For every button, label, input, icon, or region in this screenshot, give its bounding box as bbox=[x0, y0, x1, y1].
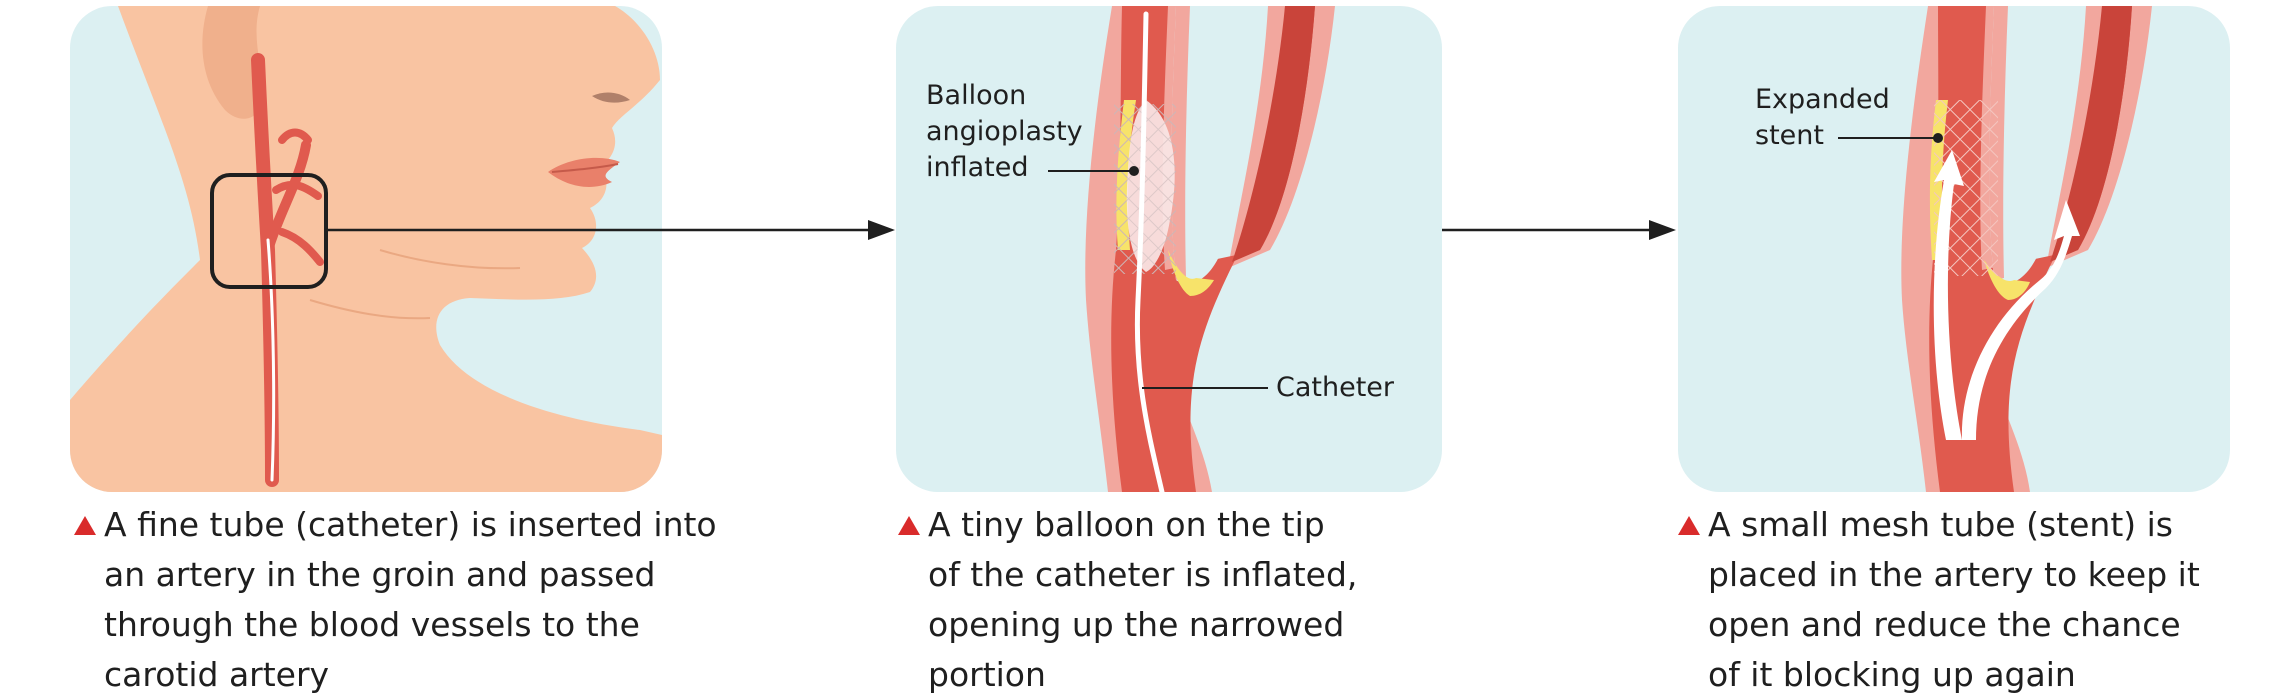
lips bbox=[548, 157, 620, 187]
caption-2-line-3: opening up the narrowed bbox=[928, 605, 1345, 644]
caption-1-line-1: A fine tube (catheter) is inserted into bbox=[104, 505, 717, 544]
panel-balloon bbox=[896, 6, 1442, 492]
caption-2-line-2: of the catheter is inflated, bbox=[928, 555, 1358, 594]
blood-flow-arrows bbox=[1933, 150, 2080, 440]
face-silhouette bbox=[70, 6, 662, 492]
stent-label: Expanded stent bbox=[1755, 82, 1890, 154]
balloon-label-line-2: angioplasty bbox=[926, 116, 1083, 147]
stent-leader bbox=[1838, 133, 1943, 143]
catheter-label-text: Catheter bbox=[1276, 372, 1395, 403]
caption-2-line-1: A tiny balloon on the tip bbox=[928, 505, 1325, 544]
panel-head-neck bbox=[70, 6, 662, 492]
triangle-marker-icon bbox=[1678, 516, 1700, 535]
balloon-leader bbox=[1048, 166, 1139, 176]
triangle-marker-icon bbox=[74, 516, 96, 535]
caption-1-line-3: through the blood vessels to the bbox=[104, 605, 640, 644]
balloon-label: Balloon angioplasty inflated bbox=[926, 78, 1083, 186]
arrow-to-panel-2 bbox=[326, 220, 895, 240]
stent-label-line-2: stent bbox=[1755, 120, 1824, 151]
catheter-label: Catheter bbox=[1276, 370, 1394, 406]
caption-step-1: A fine tube (catheter) is inserted into … bbox=[74, 500, 717, 700]
triangle-marker-icon bbox=[898, 516, 920, 535]
balloon-label-line-3: inflated bbox=[926, 152, 1029, 183]
catheter bbox=[1134, 11, 1165, 492]
caption-3-line-2: placed in the artery to keep it bbox=[1708, 555, 2200, 594]
caption-1-line-4: carotid artery bbox=[104, 655, 330, 694]
caption-3-line-1: A small mesh tube (stent) is bbox=[1708, 505, 2173, 544]
carotid-artery bbox=[251, 53, 324, 487]
caption-step-2: A tiny balloon on the tip of the cathete… bbox=[898, 500, 1358, 700]
ear bbox=[202, 6, 263, 119]
panel-stent bbox=[1678, 6, 2230, 492]
balloon-label-line-1: Balloon bbox=[926, 80, 1027, 111]
caption-3-line-4: of it blocking up again bbox=[1708, 655, 2076, 694]
stent-label-line-1: Expanded bbox=[1755, 84, 1890, 115]
eyebrow bbox=[592, 92, 630, 103]
caption-1-line-2: an artery in the groin and passed bbox=[104, 555, 656, 594]
arrow-to-panel-3 bbox=[1442, 220, 1676, 240]
caption-3-line-3: open and reduce the chance bbox=[1708, 605, 2181, 644]
caption-step-3: A small mesh tube (stent) is placed in t… bbox=[1678, 500, 2200, 700]
caption-2-line-4: portion bbox=[928, 655, 1046, 694]
